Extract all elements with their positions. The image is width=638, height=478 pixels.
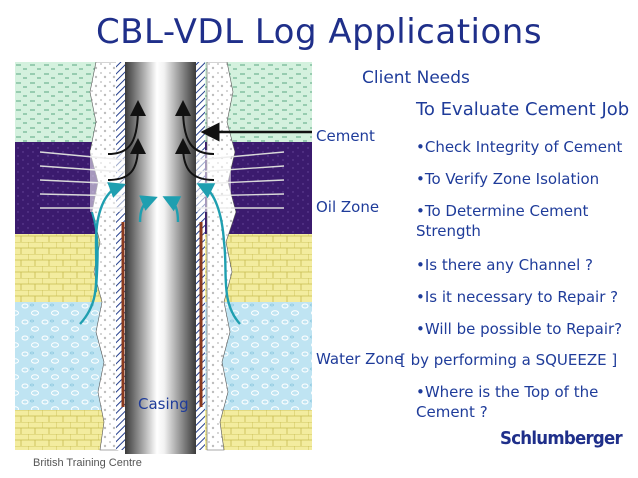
- list-item: •To Verify Zone Isolation: [416, 170, 600, 188]
- schlumberger-logo: Schlumberger: [500, 428, 623, 449]
- footer-text: British Training Centre: [33, 457, 142, 469]
- client-needs-title: Client Needs: [362, 68, 470, 88]
- flow-arrows-water: [79, 182, 241, 325]
- list-item: •Where is the Top of the Cement ?: [416, 383, 599, 421]
- flow-arrows-black: [107, 100, 215, 181]
- wellbore-diagram: [15, 62, 312, 454]
- casing-wall-left: [116, 62, 125, 450]
- list-item: •To Determine Cement Strength: [416, 202, 589, 240]
- list-item: [ by performing a SQUEEZE ]: [400, 351, 618, 369]
- label-casing: Casing: [138, 395, 189, 413]
- list-item: •Check Integrity of Cement: [416, 138, 623, 156]
- perforated-cement-right: [196, 150, 231, 212]
- list-item: •Is there any Channel ?: [416, 256, 593, 274]
- label-cement: Cement: [316, 127, 375, 145]
- perforated-cement-left: [90, 150, 125, 212]
- label-water-zone: Water Zone: [316, 350, 404, 368]
- label-oil-zone: Oil Zone: [316, 198, 380, 216]
- list-item: •Is it necessary to Repair ?: [416, 288, 619, 306]
- client-needs-heading: To Evaluate Cement Job: [416, 99, 630, 120]
- list-item: •Will be possible to Repair?: [416, 320, 623, 338]
- slide-title: CBL-VDL Log Applications: [95, 12, 543, 52]
